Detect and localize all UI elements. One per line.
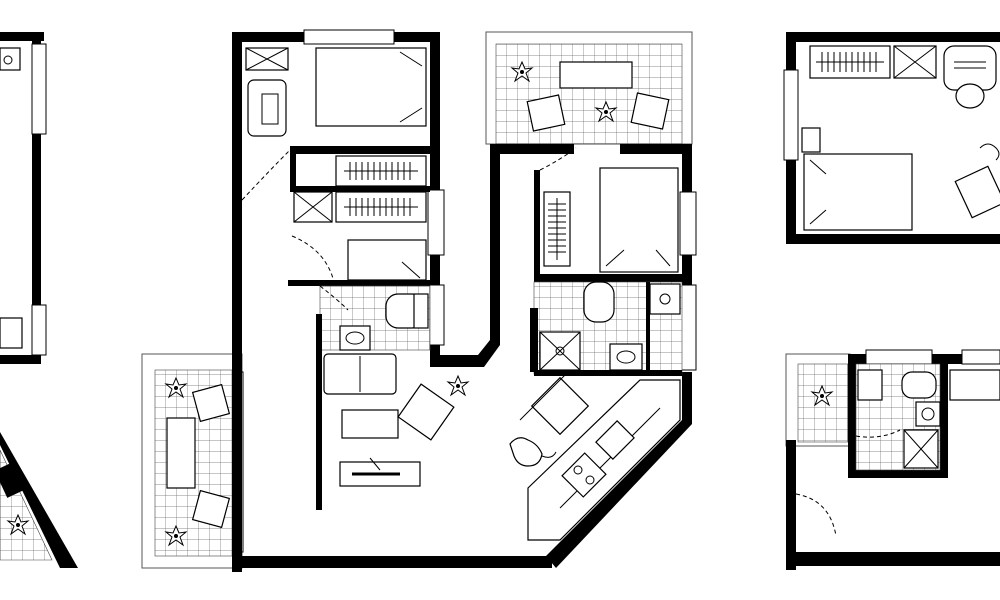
armchair-icon: [630, 92, 670, 130]
stove-icon: [561, 452, 607, 498]
bed-icon: [599, 167, 679, 273]
window: [679, 284, 697, 371]
left-partial-unit: [0, 32, 78, 568]
kitchen-counter: [527, 379, 681, 541]
basin-icon: [915, 401, 941, 427]
window: [303, 29, 395, 45]
window: [31, 304, 47, 356]
toilet-icon: [901, 371, 937, 399]
window: [679, 191, 697, 256]
balcony-bench: [166, 417, 196, 489]
basin-icon: [609, 343, 643, 371]
armchair-icon: [397, 383, 455, 441]
armchair-icon: [955, 83, 985, 109]
storage-icon: [857, 369, 883, 401]
armchair-icon: [191, 489, 231, 529]
armchair-icon: [191, 383, 231, 423]
lamp-icon: [979, 143, 1000, 161]
sink-icon: [595, 420, 635, 460]
window: [31, 43, 47, 135]
window: [783, 69, 799, 161]
coffee-table-icon: [341, 409, 399, 439]
basin-icon: [649, 283, 681, 315]
window: [865, 349, 933, 365]
dining-table-icon: [530, 376, 590, 436]
bed-icon: [347, 239, 427, 281]
toilet-icon: [0, 317, 23, 349]
basin-icon: [0, 47, 21, 71]
bed-icon: [803, 153, 913, 231]
plant-icon: [447, 375, 469, 396]
basin-icon: [339, 325, 371, 351]
desk-icon: [247, 79, 287, 137]
right-upper-unit: [783, 32, 1000, 244]
bed-icon: [315, 47, 427, 127]
armchair-icon: [954, 165, 1000, 219]
center-unit: [141, 29, 697, 572]
armchair-icon: [526, 94, 566, 132]
balcony-bench: [559, 61, 633, 89]
appliance-icon: [949, 369, 1000, 401]
toilet-icon: [583, 281, 615, 323]
nightstand-icon: [801, 127, 821, 153]
window: [427, 189, 445, 256]
right-lower-unit: [785, 349, 1000, 570]
cat-icon: [509, 437, 543, 467]
window: [961, 349, 1000, 365]
window: [427, 284, 445, 346]
